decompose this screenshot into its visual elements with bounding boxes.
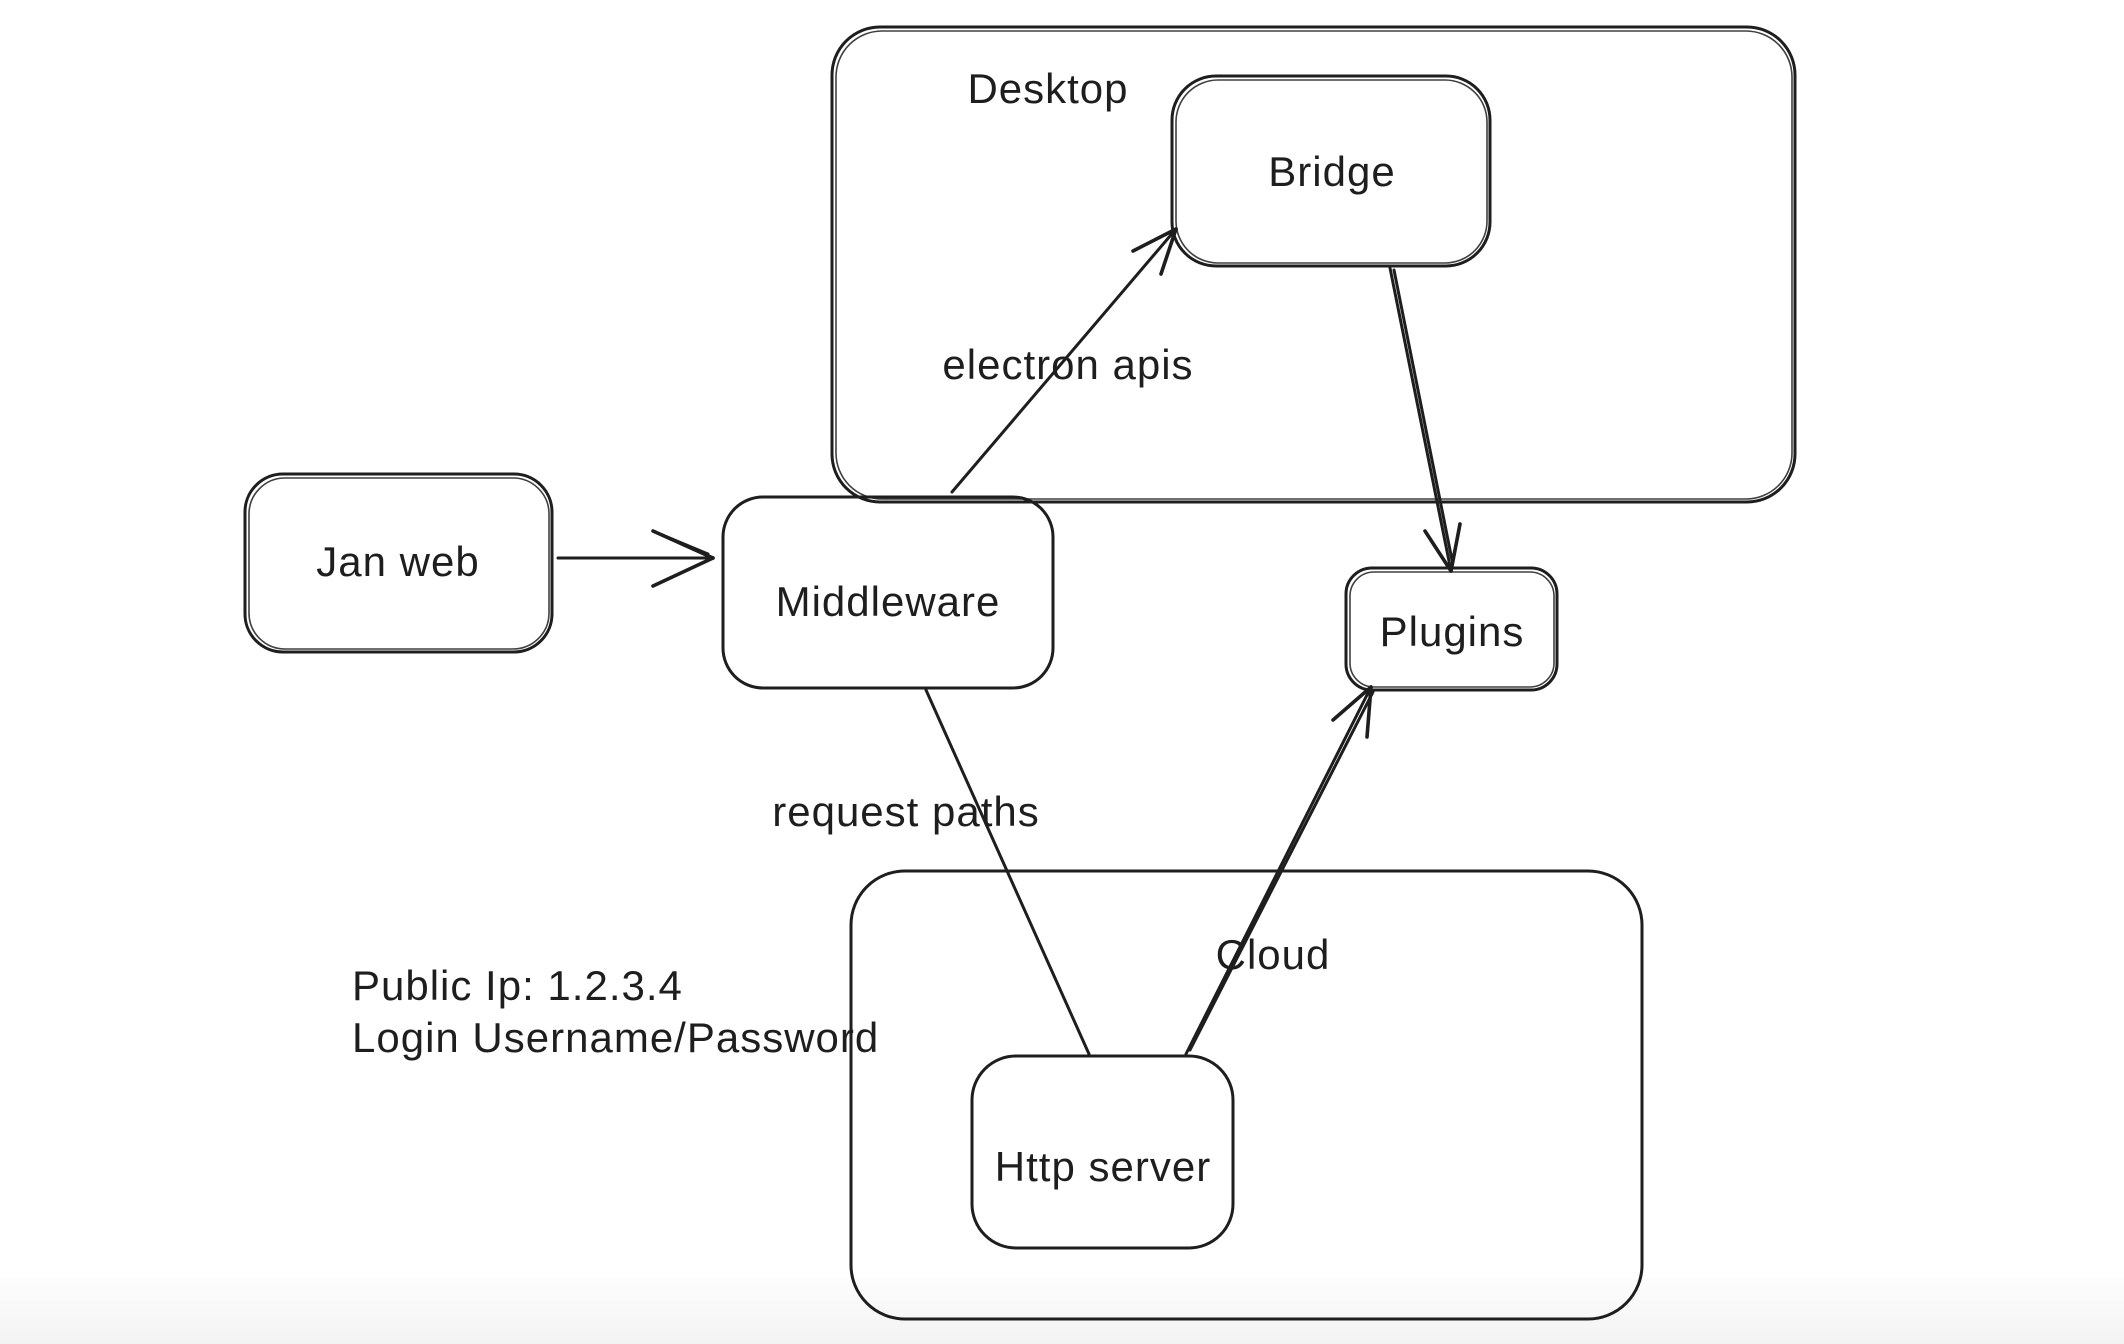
node-janweb-box[interactable] [243,472,554,654]
desktop-container-label[interactable]: Desktop [967,65,1128,112]
node-bridge-label[interactable]: Bridge [1268,148,1395,195]
arrow-janweb-to-middleware[interactable] [556,529,715,588]
node-plugins-box-sketch [1349,571,1555,688]
node-plugins-box[interactable] [1344,566,1559,692]
node-janweb-box-sketch [248,477,550,650]
annotation-login-credentials[interactable]: Login Username/Password [352,1014,879,1061]
node-janweb-label[interactable]: Jan web [316,538,479,585]
desktop-container-box-sketch [835,30,1793,500]
desktop-container-box[interactable] [830,25,1797,504]
cloud-container-label[interactable]: Cloud [1216,931,1331,978]
line-middleware-to-httpserver[interactable] [924,688,1091,1056]
arrow-httpserver-to-plugins[interactable] [1184,685,1375,1056]
node-httpserver-label[interactable]: Http server [995,1143,1211,1190]
node-bridge-box-sketch [1175,79,1488,264]
annotation-public-ip[interactable]: Public Ip: 1.2.3.4 [352,962,683,1009]
node-plugins-label[interactable]: Plugins [1380,608,1525,655]
arrow-bridge-to-plugins[interactable] [1388,266,1462,573]
node-middleware-label[interactable]: Middleware [776,578,1001,625]
node-httpserver-box[interactable] [970,1054,1235,1250]
node-bridge-box[interactable] [1170,74,1492,268]
cloud-container-box[interactable] [849,869,1644,1321]
edge-request-paths-label[interactable]: request paths [772,788,1040,835]
node-middleware-box[interactable] [721,495,1055,690]
edge-electron-apis-label[interactable]: electron apis [942,341,1193,388]
